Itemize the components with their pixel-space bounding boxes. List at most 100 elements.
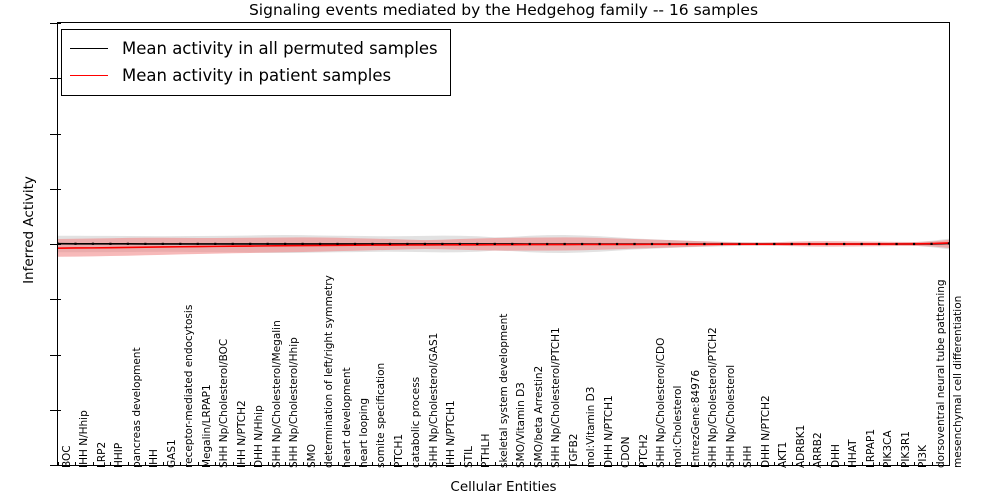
x-tick-mark [302, 462, 304, 466]
series-marker [633, 242, 636, 246]
series-marker [266, 242, 269, 245]
chart-legend: Mean activity in all permuted samples Me… [61, 29, 451, 96]
x-tick-mark [844, 462, 846, 466]
y-tick-mark [50, 23, 57, 24]
series-markers [58, 242, 949, 246]
series-marker [284, 242, 287, 245]
x-tick-mark [861, 462, 863, 466]
series-marker [773, 242, 776, 246]
x-tick-label: dorsoventral neural tube patterning [934, 279, 947, 468]
x-tick-mark [739, 462, 741, 466]
series-marker [126, 242, 129, 245]
x-tick-mark [704, 462, 706, 466]
x-tick-label: IHH N/Hhip [78, 410, 91, 468]
x-tick-mark [127, 462, 129, 466]
series-marker [860, 242, 863, 246]
x-tick-mark [145, 462, 147, 466]
x-tick-label: PTCH2 [637, 433, 650, 468]
legend-line-swatch-permuted [70, 48, 108, 49]
x-tick-mark [180, 462, 182, 466]
confidence-band [58, 237, 949, 257]
x-tick-label: SHH Np/Cholesterol/Hhip [288, 337, 301, 468]
x-tick-label: mol:Vitamin D3 [585, 386, 598, 468]
x-tick-label: pancreas development [130, 347, 143, 468]
x-tick-label: heart looping [358, 398, 370, 468]
x-tick-label: DHH [829, 444, 842, 468]
series-marker [563, 242, 566, 246]
x-tick-label: SHH Np/Cholesterol [724, 364, 737, 468]
y-tick-mark-inner [57, 354, 61, 356]
x-tick-mark [949, 462, 950, 466]
x-tick-label: DHH N/PTCH2 [759, 395, 772, 468]
y-tick-mark-inner [57, 299, 61, 301]
series-marker [581, 242, 584, 246]
plot-canvas [58, 235, 949, 257]
series-marker [301, 242, 304, 245]
x-tick-label: mol:Cholesterol [672, 385, 685, 468]
series-marker [58, 242, 60, 245]
chart-title: Signaling events mediated by the Hedgeho… [248, 1, 759, 19]
series-marker [755, 242, 758, 246]
series-marker [336, 242, 339, 246]
y-tick-mark [50, 244, 57, 245]
x-tick-label: ARRB2 [812, 432, 825, 468]
series-line [58, 242, 949, 249]
x-tick-label: determination of left/right symmetry [323, 275, 336, 468]
series-marker [91, 242, 95, 245]
x-tick-label: IHH [148, 449, 161, 468]
x-tick-mark [721, 462, 723, 466]
x-tick-mark [92, 462, 94, 466]
x-tick-mark [162, 462, 164, 466]
series-marker [650, 242, 654, 246]
y-tick-mark-inner [57, 188, 61, 190]
series-marker [196, 242, 199, 245]
x-tick-label: DHH N/Hhip [253, 405, 266, 468]
x-tick-mark [424, 462, 426, 466]
x-tick-label: heart development [340, 367, 353, 468]
x-tick-label: HHIP [113, 442, 126, 468]
x-tick-label: IHH N/PTCH1 [445, 400, 458, 468]
x-tick-mark [267, 462, 269, 466]
x-tick-label: SMO/beta Arrestin2 [532, 365, 545, 468]
x-tick-label: STIL [462, 445, 475, 468]
x-tick-mark [215, 462, 217, 466]
x-tick-mark [582, 462, 584, 466]
x-tick-label: PTCH1 [392, 433, 405, 468]
x-tick-mark [931, 462, 933, 466]
x-tick-label: LRPAP1 [864, 428, 877, 468]
x-tick-mark [634, 462, 636, 466]
x-tick-label: DHH N/PTCH1 [602, 395, 615, 468]
x-tick-label: CDON [620, 436, 633, 468]
series-marker [161, 242, 164, 245]
series-marker [214, 242, 217, 245]
series-marker [249, 242, 252, 245]
x-tick-mark [756, 462, 758, 466]
series-marker [528, 242, 531, 246]
x-tick-mark [285, 462, 287, 466]
series-marker [808, 242, 811, 246]
series-marker [720, 242, 723, 246]
series-marker [179, 242, 182, 245]
x-tick-label: SHH Np/Cholesterol/GAS1 [427, 332, 440, 468]
x-tick-label: somite specification [375, 362, 388, 468]
x-tick-mark [896, 462, 898, 466]
y-tick-mark [50, 465, 57, 466]
series-marker [843, 242, 846, 246]
x-tick-mark [879, 462, 881, 466]
x-tick-label: SMO/Vitamin D3 [515, 382, 528, 468]
x-tick-mark [442, 462, 444, 466]
series-marker [615, 242, 619, 246]
series-marker [476, 242, 479, 246]
x-tick-mark [564, 462, 566, 466]
x-tick-mark [389, 462, 391, 466]
x-tick-label: PIK3CA [882, 430, 895, 468]
y-tick-mark [50, 354, 57, 356]
x-tick-mark [459, 462, 461, 466]
x-tick-label: HHAT [847, 439, 860, 468]
x-tick-mark [617, 462, 619, 466]
x-tick-mark [320, 462, 322, 466]
x-tick-label: SHH Np/Cholesterol/PTCH2 [707, 327, 720, 468]
series-marker [493, 242, 496, 246]
x-tick-label: GAS1 [165, 439, 178, 468]
x-tick-mark [75, 462, 77, 466]
